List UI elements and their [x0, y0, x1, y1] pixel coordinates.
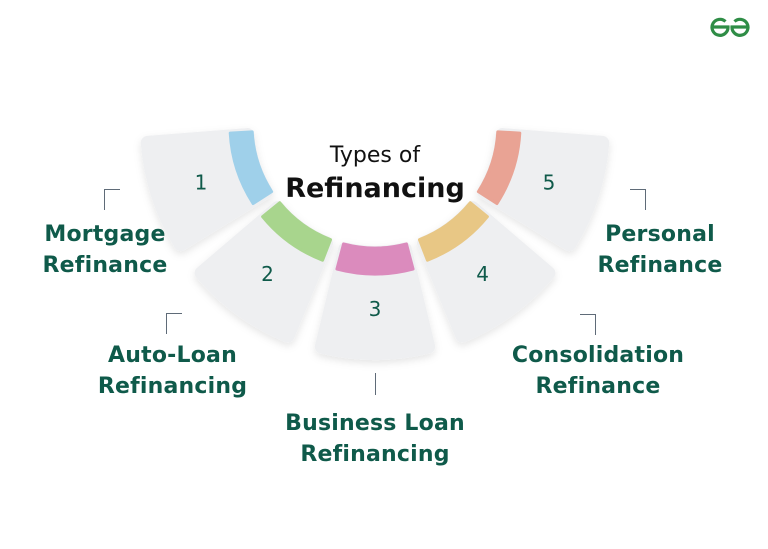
label-mortgage-refinance: Mortgage Refinance: [30, 219, 180, 281]
label-line: Refinancing: [97, 374, 248, 399]
connector-bracket-5: [630, 189, 646, 210]
segment-arc-5: [476, 130, 522, 206]
title-line-2: Refinancing: [285, 173, 465, 204]
connector-bracket-1: [104, 189, 120, 210]
diagram-title: Types of Refinancing: [275, 141, 475, 207]
connector-bracket-4: [580, 314, 596, 335]
segment-number-1: 1: [195, 171, 208, 195]
label-auto-loan-refinancing: Auto-Loan Refinancing: [95, 340, 250, 402]
label-line: Mortgage: [44, 222, 166, 247]
connector-bracket-2: [166, 313, 182, 334]
label-line: Refinance: [597, 253, 723, 278]
label-personal-refinance: Personal Refinance: [590, 219, 730, 281]
connector-bracket-3: [375, 373, 376, 395]
label-line: Refinancing: [300, 442, 450, 467]
label-line: Consolidation: [511, 343, 685, 368]
label-line: Refinance: [42, 253, 168, 278]
segment-arc-4: [417, 201, 489, 262]
label-line: Auto-Loan: [108, 343, 237, 368]
title-line-1: Types of: [329, 143, 421, 168]
segment-number-5: 5: [543, 171, 556, 195]
label-line: Refinance: [535, 374, 661, 399]
label-line: Personal: [605, 222, 715, 247]
segment-arc-1: [228, 130, 274, 206]
segment-arc-2: [261, 201, 333, 262]
label-consolidation-refinance: Consolidation Refinance: [510, 340, 686, 402]
label-business-loan-refinancing: Business Loan Refinancing: [275, 408, 475, 470]
segment-number-4: 4: [476, 262, 489, 286]
segment-number-2: 2: [261, 262, 274, 286]
segment-number-3: 3: [369, 297, 382, 321]
geeksforgeeks-logo-icon: [710, 17, 750, 37]
label-line: Business Loan: [285, 411, 465, 436]
segment-arc-3: [335, 242, 415, 276]
